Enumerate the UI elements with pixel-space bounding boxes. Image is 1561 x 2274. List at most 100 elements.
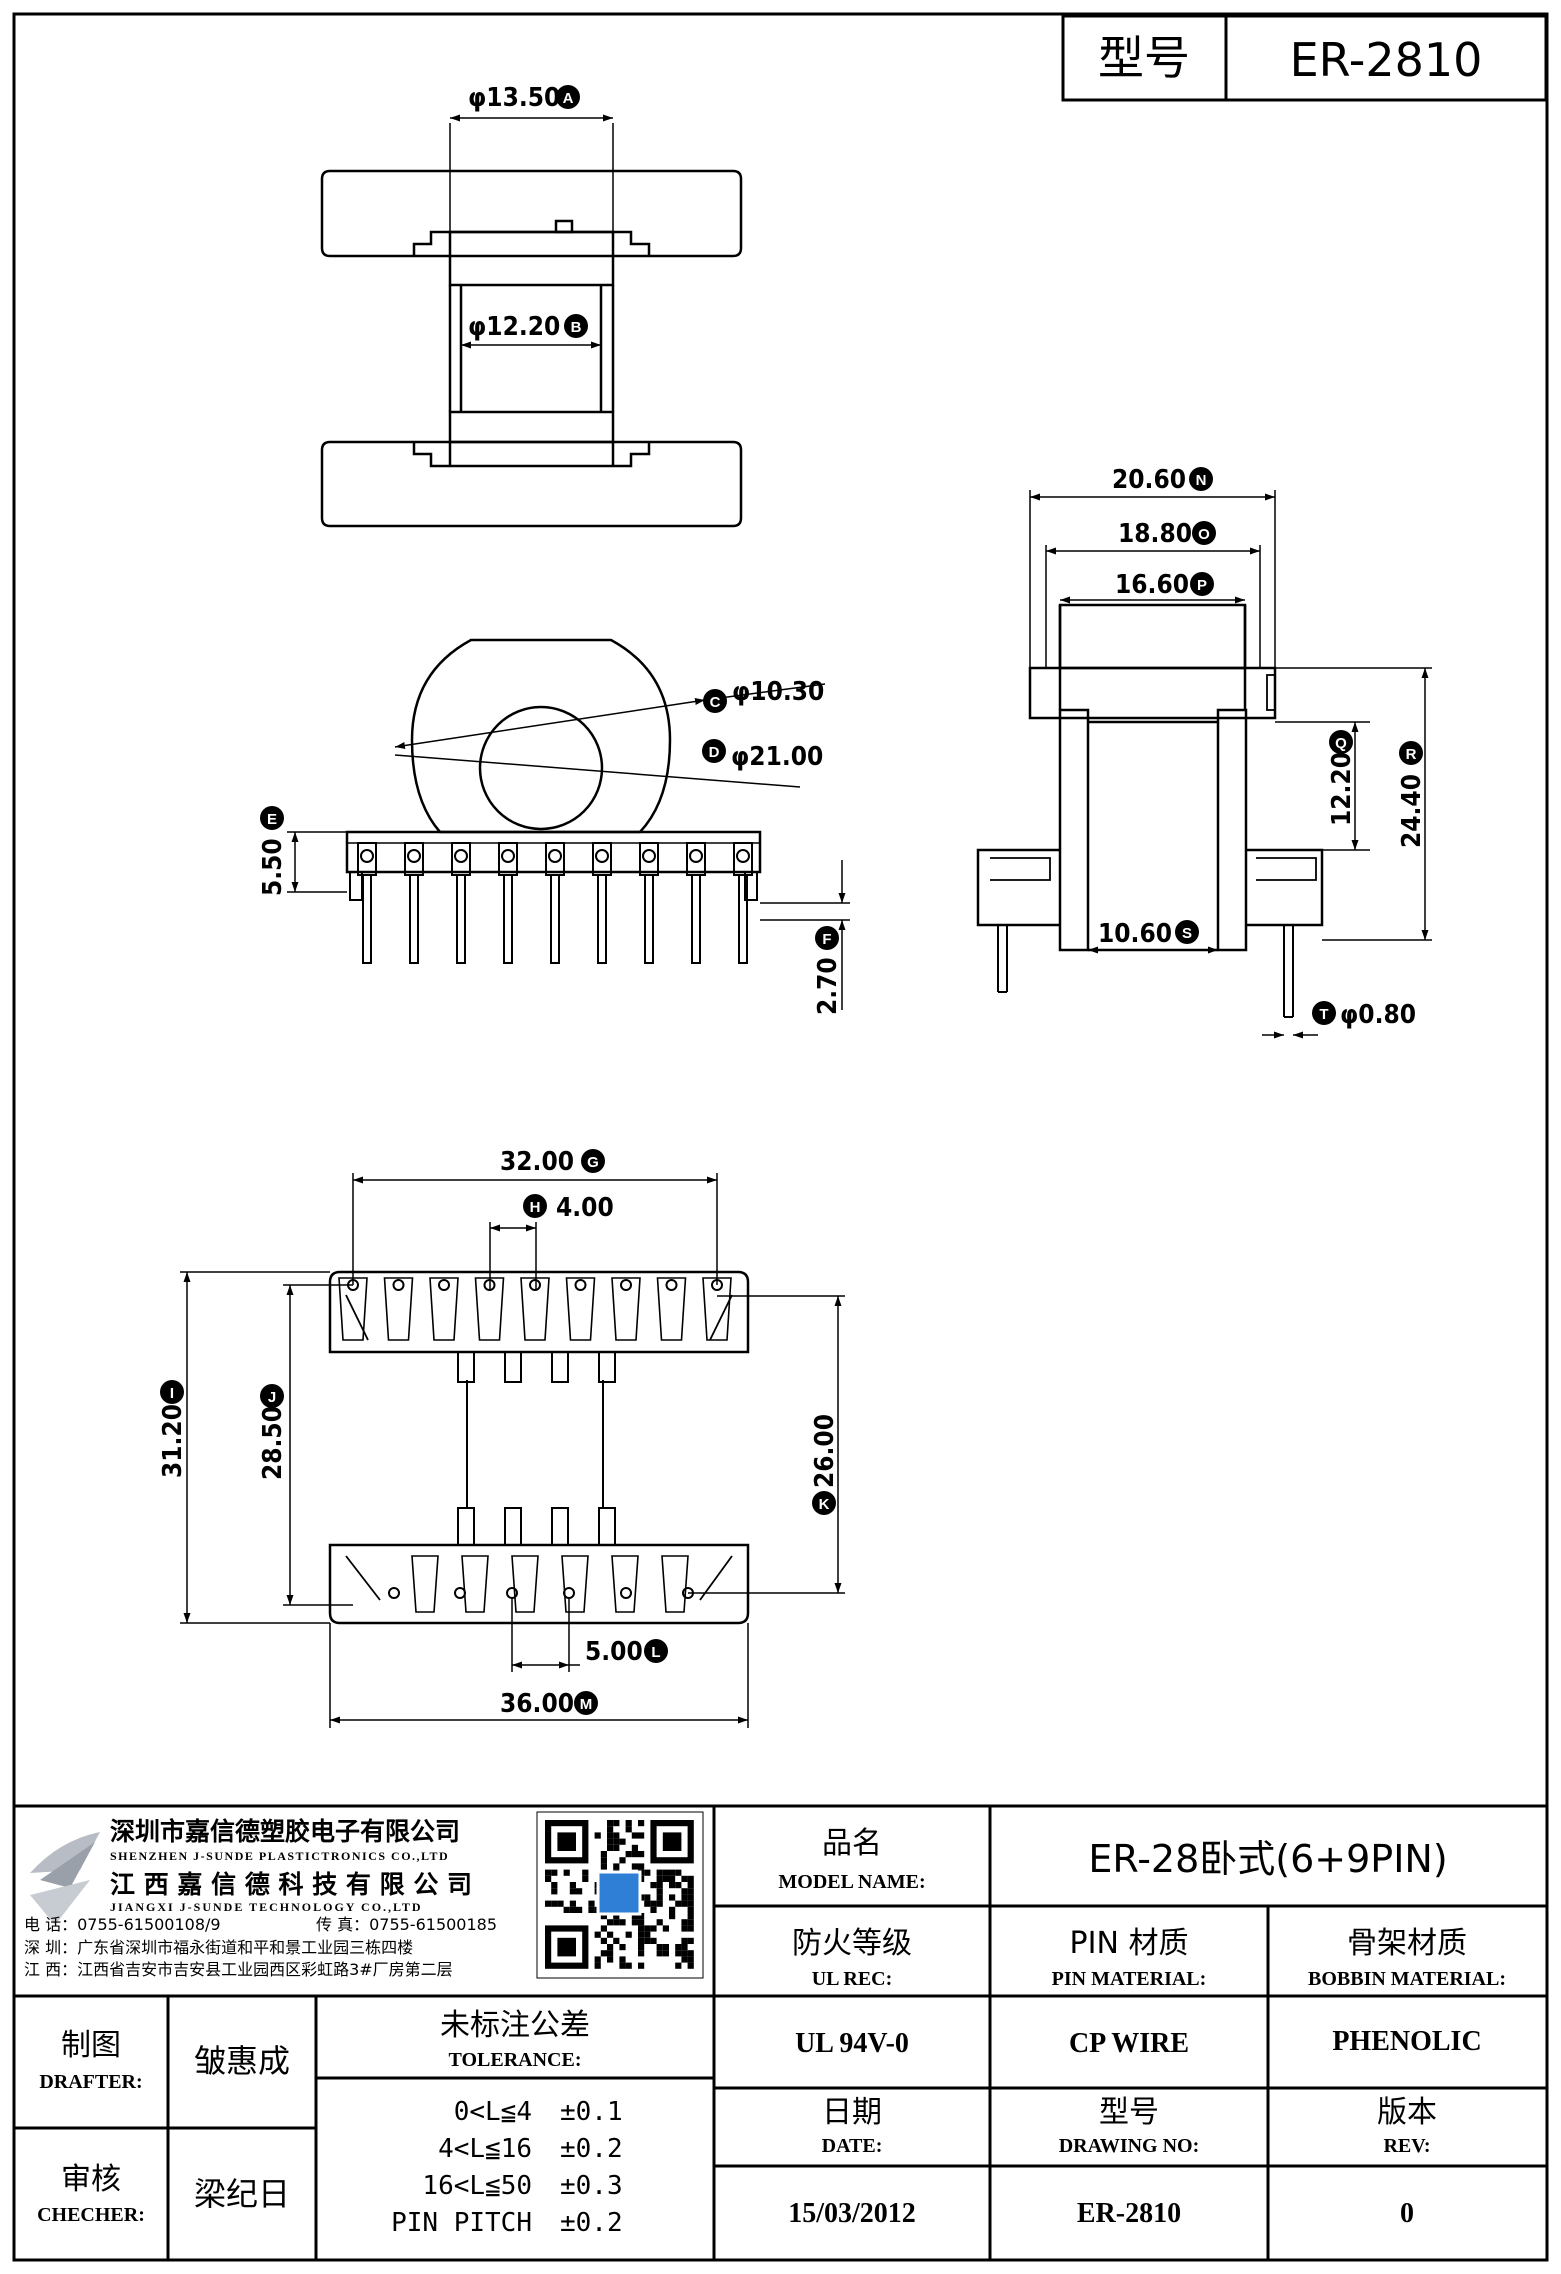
qr-module	[681, 1950, 688, 1957]
dim-m-marker	[574, 1691, 598, 1715]
dim-g-marker	[581, 1149, 605, 1173]
qr-module	[600, 1925, 607, 1932]
qr-module	[681, 1956, 688, 1963]
qr-module	[594, 1931, 601, 1938]
qr-module	[681, 1888, 688, 1895]
dim-o-marker	[1192, 521, 1216, 545]
bottom-view	[180, 1173, 845, 1728]
pin-slot	[520, 1277, 550, 1341]
qr-module	[631, 1919, 638, 1926]
qr-module	[687, 1900, 694, 1907]
dim-c-letter: C	[710, 694, 721, 711]
qr-module	[650, 1882, 657, 1889]
qr-module	[687, 1894, 694, 1901]
dim-s-letter: S	[1182, 925, 1192, 942]
lower-rail-pins	[388, 1507, 694, 1613]
qr-module	[625, 1962, 632, 1969]
qr-module	[600, 1857, 607, 1864]
checker-value: 梁纪日	[194, 2175, 290, 2213]
dim-a-value: φ13.50	[468, 83, 560, 113]
qr-module	[681, 1944, 688, 1951]
tolerance-value: ±0.2	[560, 2208, 623, 2238]
qr-module	[656, 1869, 663, 1876]
tolerance-label-cn: 未标注公差	[440, 2008, 590, 2043]
pin-dot	[620, 1279, 632, 1291]
pin-slot	[411, 1555, 439, 1613]
qr-module	[681, 1875, 688, 1882]
qr-module	[607, 1950, 614, 1957]
pin-slot	[702, 1277, 732, 1341]
qr-module	[656, 1875, 663, 1882]
qr-module	[607, 1832, 614, 1839]
dim-d-marker	[702, 739, 726, 763]
qr-module	[582, 1875, 589, 1882]
qr-module	[551, 1888, 558, 1895]
date-label-en: DATE:	[822, 2135, 883, 2157]
qr-module	[631, 1844, 638, 1851]
bobbin-material-label-en: BOBBIN MATERIAL:	[1308, 1968, 1506, 1990]
dim-j-letter: J	[268, 1389, 276, 1406]
dim-r-value: 24.40	[1397, 774, 1427, 848]
dim-k-marker	[812, 1491, 836, 1515]
pin-slot	[561, 1555, 589, 1613]
qr-module	[625, 1931, 632, 1938]
qr-module	[613, 1832, 620, 1839]
dim-s-value: 10.60	[1098, 919, 1172, 949]
pin-dot	[388, 1587, 400, 1599]
qr-module	[638, 1937, 645, 1944]
qr-module	[638, 1962, 645, 1969]
bobbin-material-label-cn: 骨架材质	[1347, 1926, 1467, 1961]
qr-module	[687, 1919, 694, 1926]
qr-module	[551, 1869, 558, 1876]
qr-module	[662, 1925, 669, 1932]
qr-module	[625, 1826, 632, 1833]
qr-module	[687, 1913, 694, 1920]
bobbin-material-value: PHENOLIC	[1332, 2026, 1481, 2057]
pin-dot	[529, 1279, 541, 1291]
dim-r-marker	[1399, 741, 1423, 765]
dim-k-value: 26.00	[810, 1414, 840, 1488]
dim-b-marker	[564, 314, 588, 338]
qr-module	[619, 1857, 626, 1864]
qr-module	[675, 1944, 682, 1951]
dim-c-value: φ10.30	[732, 677, 824, 707]
pin-dot	[711, 1279, 723, 1291]
qr-module	[625, 1851, 632, 1858]
pin-hole	[360, 849, 374, 863]
qr-module	[631, 1863, 638, 1870]
tolerance-value: ±0.3	[560, 2171, 623, 2201]
qr-code	[536, 1811, 704, 1979]
qr-module	[638, 1832, 645, 1839]
model-name-label-cn: 品名	[822, 1826, 882, 1861]
pin-slot	[611, 1555, 639, 1613]
tolerance-range: 0<L≦4	[454, 2097, 532, 2127]
upper-pin-rail	[328, 1270, 750, 1354]
qr-module	[638, 1944, 645, 1951]
qr-module	[576, 1906, 583, 1913]
qr-module	[607, 1844, 614, 1851]
pin-dot	[392, 1279, 405, 1291]
qr-module	[545, 1875, 552, 1882]
pin-lead	[644, 874, 654, 964]
drafter-label-en: DRAFTER:	[39, 2071, 142, 2093]
qr-module	[650, 1925, 657, 1932]
qr-module	[613, 1820, 620, 1827]
dim-f-marker	[815, 926, 839, 950]
qr-module	[557, 1900, 564, 1907]
dim-e-value: 5.50	[258, 838, 288, 896]
qr-module	[681, 1919, 688, 1926]
pin-dot	[574, 1279, 587, 1291]
tolerance-label-en: TOLERANCE:	[449, 2049, 582, 2071]
drawing-no-label-cn: 型号	[1099, 2095, 1159, 2130]
qr-module	[656, 1888, 663, 1895]
rev-label-cn: 版本	[1377, 2095, 1437, 2130]
qr-center-icon	[596, 1870, 642, 1916]
qr-module	[631, 1851, 638, 1858]
pin-stub	[349, 871, 363, 901]
qr-module	[650, 1937, 657, 1944]
pin-material-value: CP WIRE	[1069, 2028, 1189, 2059]
terminal-stub	[551, 1351, 569, 1383]
rev-value: 0	[1400, 2198, 1414, 2229]
qr-module	[662, 1869, 669, 1876]
qr-module	[662, 1944, 669, 1951]
